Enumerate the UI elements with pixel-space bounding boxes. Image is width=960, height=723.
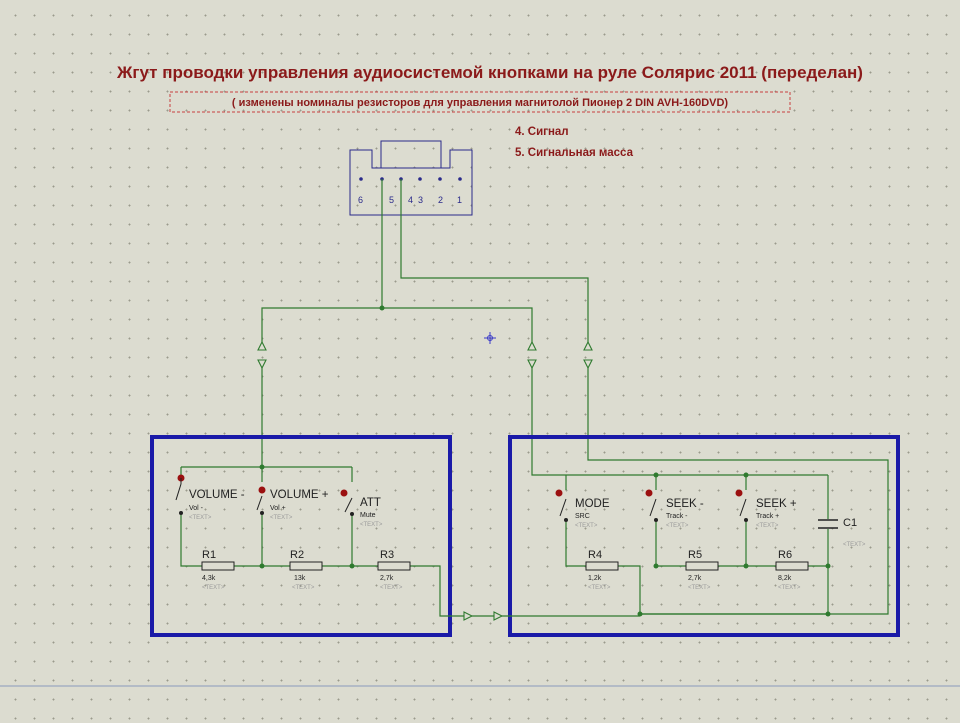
pin-label-3: 3	[418, 195, 423, 205]
switch-text-placeholder: <TEXT>	[360, 522, 383, 528]
switch-att[interactable]: ATT Mute <TEXT>	[340, 489, 383, 529]
harness-wires	[261, 179, 589, 342]
switch-text-placeholder: <TEXT>	[666, 523, 689, 529]
capacitor-c1: C1 <TEXT>	[818, 517, 866, 548]
switch-text-placeholder: <TEXT>	[575, 523, 598, 529]
resistor-value: 1,2k	[588, 575, 602, 582]
resistor-ref: R2	[290, 549, 304, 561]
resistor-text-placeholder: <TEXT>	[588, 585, 611, 591]
switch-text-placeholder: <TEXT>	[756, 523, 779, 529]
resistor-text-placeholder: <TEXT>	[202, 585, 225, 591]
resistor-r5: R5 2,7k <TEXT>	[685, 549, 719, 591]
pin-label-2: 2	[438, 195, 443, 205]
resistor-ref: R1	[202, 549, 216, 561]
switch-sub-label: Vol -	[189, 505, 204, 512]
block-feed-wires	[261, 368, 889, 615]
pin-label-4: 4	[408, 195, 413, 205]
diagram-title: Жгут проводки управления аудиосистемой к…	[116, 63, 863, 82]
left-block-wires	[180, 464, 640, 617]
pin-label-6: 6	[358, 195, 363, 205]
switch-label: VOLUME +	[270, 489, 329, 501]
resistor-ref: R6	[778, 549, 792, 561]
resistor-value: 2,7k	[380, 575, 394, 582]
connector: 6 5 4 3 2 1	[349, 140, 473, 216]
switch-label: SEEK -	[666, 498, 704, 510]
capacitor-text-placeholder: <TEXT>	[843, 542, 866, 548]
resistor-value: 4,3k	[202, 575, 216, 582]
resistor-ref: R4	[588, 549, 602, 561]
resistor-r3: R3 2,7k <TEXT>	[377, 549, 411, 591]
resistor-text-placeholder: <TEXT>	[688, 585, 711, 591]
resistor-text-placeholder: <TEXT>	[292, 585, 315, 591]
switch-seek-minus[interactable]: SEEK - Track - <TEXT>	[645, 489, 704, 530]
right-switch-block	[508, 435, 900, 637]
capacitor-ref: C1	[843, 517, 857, 529]
switch-seek-plus[interactable]: SEEK + Track + <TEXT>	[735, 489, 797, 530]
wire-markers	[257, 340, 593, 621]
resistor-value: 8,2k	[778, 575, 792, 582]
switch-mode[interactable]: MODE SRC <TEXT>	[555, 489, 610, 530]
switch-sub-label: Track +	[756, 513, 779, 520]
switch-text-placeholder: <TEXT>	[270, 515, 293, 521]
resistor-r4: R4 1,2k <TEXT>	[585, 549, 619, 591]
switch-label: MODE	[575, 498, 610, 510]
switch-label: ATT	[360, 497, 381, 509]
left-switch-block	[150, 435, 452, 637]
switch-label: VOLUME -	[189, 489, 245, 501]
crosshair-icon	[484, 332, 496, 344]
switch-sub-label: Track -	[666, 513, 688, 520]
switch-text-placeholder: <TEXT>	[189, 515, 212, 521]
subtitle-frame	[169, 91, 791, 113]
resistor-text-placeholder: <TEXT>	[778, 585, 801, 591]
resistor-r2: R2 13k <TEXT>	[289, 549, 323, 591]
switch-vol-minus[interactable]: VOLUME - Vol - <TEXT>	[175, 474, 245, 522]
note-signal: 4. Сигнал	[515, 126, 569, 138]
resistor-r1: R1 4,3k <TEXT>	[201, 549, 235, 591]
pin-label-1: 1	[457, 195, 462, 205]
switch-label: SEEK +	[756, 498, 797, 510]
pin-label-5: 5	[389, 195, 394, 205]
resistor-value: 13k	[294, 575, 306, 582]
right-block-wires	[565, 472, 831, 617]
note-signal-ground: 5. Сигнальная масса	[515, 147, 634, 159]
switch-vol-plus[interactable]: VOLUME + Vol + <TEXT>	[256, 486, 329, 522]
resistor-text-placeholder: <TEXT>	[380, 585, 403, 591]
switch-sub-label: Vol +	[270, 505, 286, 512]
resistor-ref: R5	[688, 549, 702, 561]
resistor-value: 2,7k	[688, 575, 702, 582]
switch-sub-label: Mute	[360, 512, 376, 519]
diagram-subtitle: ( изменены номиналы резисторов для управ…	[232, 97, 729, 109]
resistor-ref: R3	[380, 549, 394, 561]
resistor-r6: R6 8,2k <TEXT>	[775, 549, 809, 591]
switch-sub-label: SRC	[575, 513, 590, 520]
